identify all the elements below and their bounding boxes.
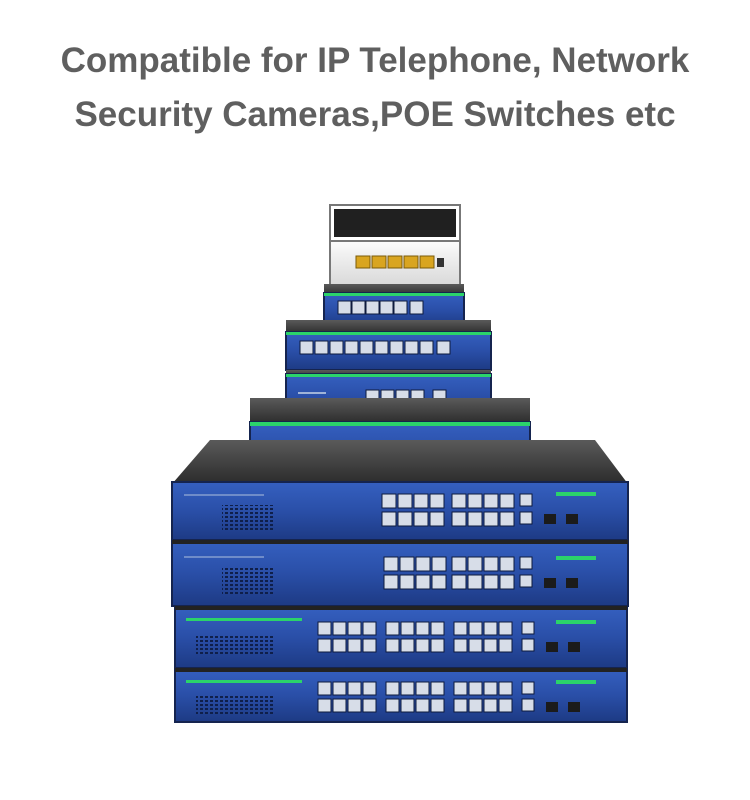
switch-ten-port bbox=[285, 320, 492, 371]
rack-switch-3 bbox=[174, 605, 628, 669]
router-white bbox=[329, 204, 461, 286]
headline: Compatible for IP Telephone, Network Sec… bbox=[0, 34, 750, 142]
headline-line-1: Compatible for IP Telephone, Network bbox=[60, 41, 690, 80]
headline-line-2: Security Cameras,POE Switches etc bbox=[74, 95, 676, 134]
rack-switch-4 bbox=[174, 667, 628, 723]
rack-switch-2 bbox=[171, 539, 629, 607]
rack-switch-1 bbox=[171, 440, 629, 541]
